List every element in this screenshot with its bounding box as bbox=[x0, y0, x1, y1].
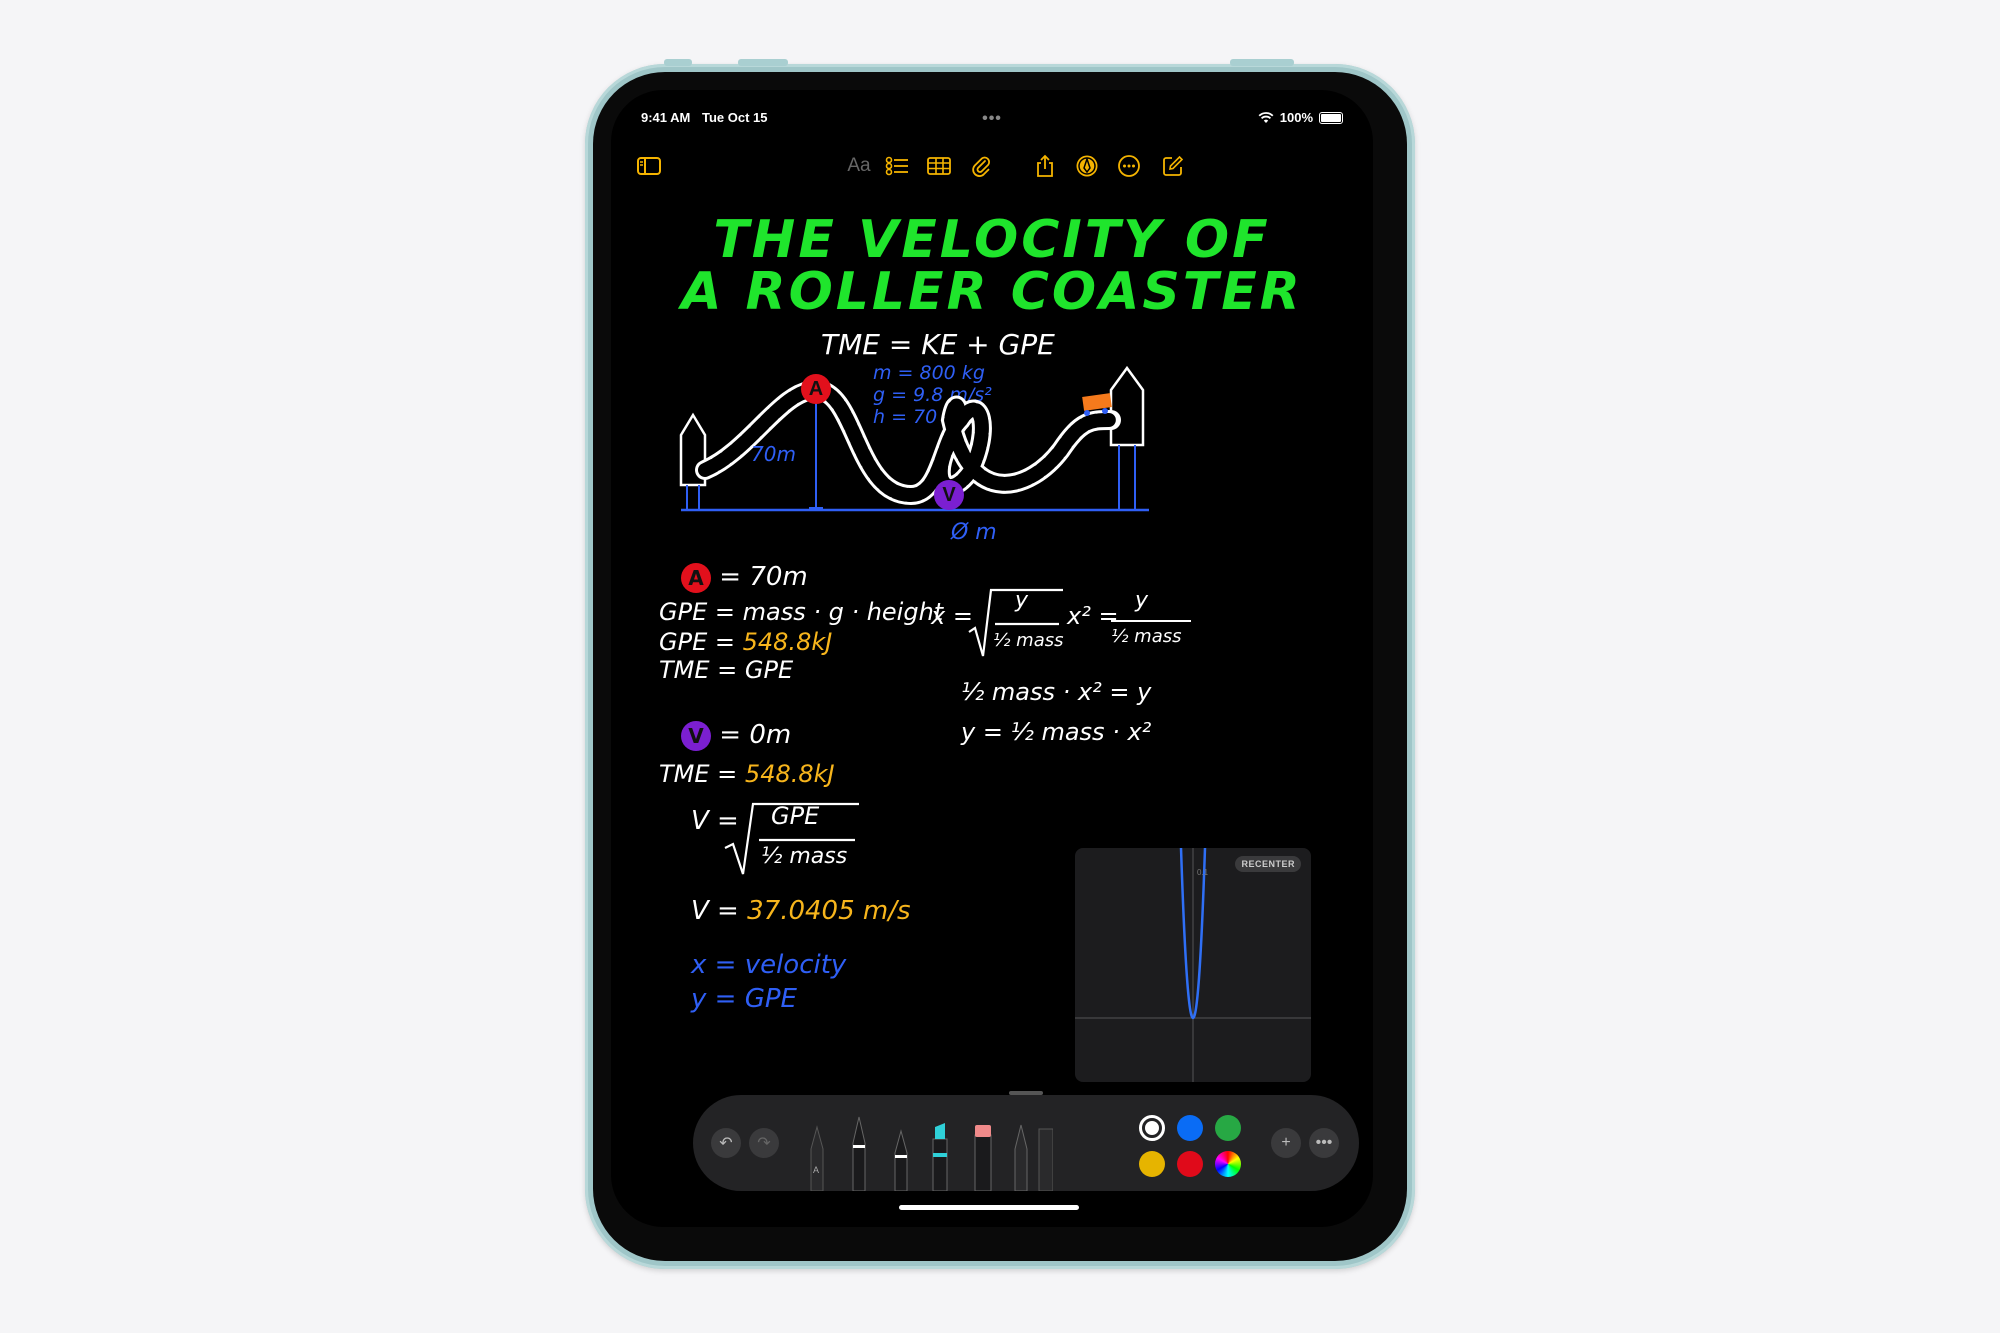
battery-icon bbox=[1319, 111, 1343, 124]
x-numerator: y bbox=[1015, 588, 1029, 613]
y-equals-half-mass-x2: y = ½ mass · x² bbox=[961, 718, 1152, 746]
pen-tools-tray: A bbox=[810, 1116, 1053, 1191]
pencil-icon bbox=[1014, 1124, 1028, 1191]
gpe-definition: GPE = mass · g · height bbox=[659, 598, 944, 626]
definition-y: y = GPE bbox=[691, 984, 797, 1014]
x-squared-numerator: y bbox=[1135, 588, 1149, 613]
v-result-line: V = 37.0405 m/s bbox=[691, 896, 911, 926]
notes-toolbar: Aa bbox=[611, 150, 1373, 186]
given-height: h = 70 m bbox=[873, 406, 962, 428]
volume-button-icon bbox=[738, 59, 788, 66]
ruler-icon bbox=[1038, 1128, 1053, 1191]
screen: 9:41 AM Tue Oct 15 ••• 100% Aa bbox=[611, 90, 1373, 1227]
x-denominator: ½ mass bbox=[993, 630, 1064, 651]
tme-equals-gpe: TME = GPE bbox=[659, 656, 794, 684]
share-icon[interactable] bbox=[1029, 150, 1061, 182]
color-green-swatch[interactable] bbox=[1215, 1115, 1241, 1141]
gpe-value: 548.8kJ bbox=[742, 628, 833, 656]
palette-grabber[interactable] bbox=[1009, 1091, 1043, 1095]
gpe-result-line: GPE = 548.8kJ bbox=[659, 628, 832, 656]
x-formula-prefix: x = bbox=[931, 602, 973, 630]
battery-percent: 100% bbox=[1279, 110, 1313, 125]
x-sqrt-sign bbox=[968, 588, 1063, 657]
volume-button-icon bbox=[664, 59, 692, 66]
parabola-plot bbox=[1075, 848, 1311, 1082]
handwriting-pen-icon: A bbox=[810, 1125, 824, 1191]
pen-icon bbox=[852, 1116, 866, 1191]
add-tool-button[interactable]: + bbox=[1271, 1128, 1301, 1158]
a-height-line: A = 70m bbox=[681, 562, 808, 593]
given-mass: m = 800 kg bbox=[873, 362, 985, 384]
tme-result-line: TME = 548.8kJ bbox=[659, 760, 835, 788]
status-bar: 9:41 AM Tue Oct 15 ••• 100% bbox=[641, 110, 1343, 130]
eraser-icon bbox=[974, 1125, 992, 1191]
roller-coaster-drawing bbox=[679, 365, 1149, 512]
v-result-prefix: V = bbox=[691, 896, 739, 926]
v-height-line: V = 0m bbox=[681, 720, 791, 751]
drawing-tool-palette: ↶ ↷ A + ••• bbox=[693, 1091, 1359, 1191]
color-blue-swatch[interactable] bbox=[1177, 1115, 1203, 1141]
v-sqrt-sign bbox=[724, 802, 859, 875]
status-date: Tue Oct 15 bbox=[702, 110, 768, 125]
a-badge: A bbox=[681, 562, 711, 593]
home-indicator[interactable] bbox=[899, 1205, 1079, 1210]
palette-more-button[interactable]: ••• bbox=[1309, 1128, 1339, 1158]
sidebar-toggle-icon[interactable] bbox=[633, 150, 665, 182]
table-icon[interactable] bbox=[923, 150, 955, 182]
x-squared-denominator: ½ mass bbox=[1111, 626, 1182, 647]
top-power-button-icon bbox=[1230, 59, 1294, 66]
v-numerator: GPE bbox=[771, 802, 820, 830]
checklist-icon[interactable] bbox=[881, 150, 913, 182]
compose-icon[interactable] bbox=[1157, 150, 1189, 182]
color-white-swatch-fill bbox=[1145, 1121, 1159, 1135]
marker-icon bbox=[932, 1123, 948, 1191]
height-label: 70m bbox=[751, 442, 796, 466]
color-picker-icon[interactable] bbox=[1215, 1151, 1241, 1177]
markup-pen-icon[interactable] bbox=[1071, 150, 1103, 182]
point-a-badge: A bbox=[801, 374, 831, 404]
v-formula-prefix: V = bbox=[691, 806, 739, 836]
tme-equation: TME = KE + GPE bbox=[821, 328, 1055, 361]
tme-value: 548.8kJ bbox=[744, 760, 835, 788]
note-title-line-1: THE VELOCITY OF bbox=[713, 210, 1271, 270]
ground-label: Ø m bbox=[951, 520, 997, 545]
color-red-swatch[interactable] bbox=[1177, 1151, 1203, 1177]
note-title-line-2: A ROLLER COASTER bbox=[681, 262, 1303, 322]
point-v-badge: V bbox=[934, 480, 964, 510]
math-graph[interactable]: 0.1 RECENTER bbox=[1075, 848, 1311, 1082]
svg-text:A: A bbox=[813, 1165, 819, 1175]
v-badge: V bbox=[681, 720, 711, 751]
wifi-icon bbox=[1258, 111, 1274, 123]
text-format-button[interactable]: Aa bbox=[847, 155, 871, 176]
monoline-icon bbox=[894, 1129, 908, 1191]
color-white-swatch[interactable] bbox=[1139, 1115, 1165, 1141]
ipad-device: 9:41 AM Tue Oct 15 ••• 100% Aa bbox=[585, 64, 1415, 1269]
v-height-value: = 0m bbox=[719, 720, 792, 750]
paperclip-icon[interactable] bbox=[965, 150, 997, 182]
a-height-value: = 70m bbox=[719, 562, 808, 592]
more-options-icon[interactable] bbox=[1113, 150, 1145, 182]
undo-button[interactable]: ↶ bbox=[711, 1128, 741, 1158]
definition-x: x = velocity bbox=[691, 950, 847, 980]
v-result-value: 37.0405 m/s bbox=[747, 896, 911, 926]
half-mass-x2-equals-y: ½ mass · x² = y bbox=[961, 678, 1152, 706]
tme-prefix: TME = bbox=[659, 760, 738, 788]
x-squared-fraction-bar bbox=[1111, 620, 1191, 622]
recenter-button[interactable]: RECENTER bbox=[1235, 856, 1301, 872]
x-squared-prefix: x² = bbox=[1067, 602, 1119, 630]
gpe-prefix: GPE = bbox=[659, 628, 735, 656]
multitasking-dots-icon[interactable]: ••• bbox=[982, 110, 1002, 127]
graph-y-tick: 0.1 bbox=[1197, 868, 1209, 877]
color-yellow-swatch[interactable] bbox=[1139, 1151, 1165, 1177]
v-denominator: ½ mass bbox=[761, 844, 848, 869]
redo-button[interactable]: ↷ bbox=[749, 1128, 779, 1158]
status-time: 9:41 AM bbox=[641, 110, 691, 125]
